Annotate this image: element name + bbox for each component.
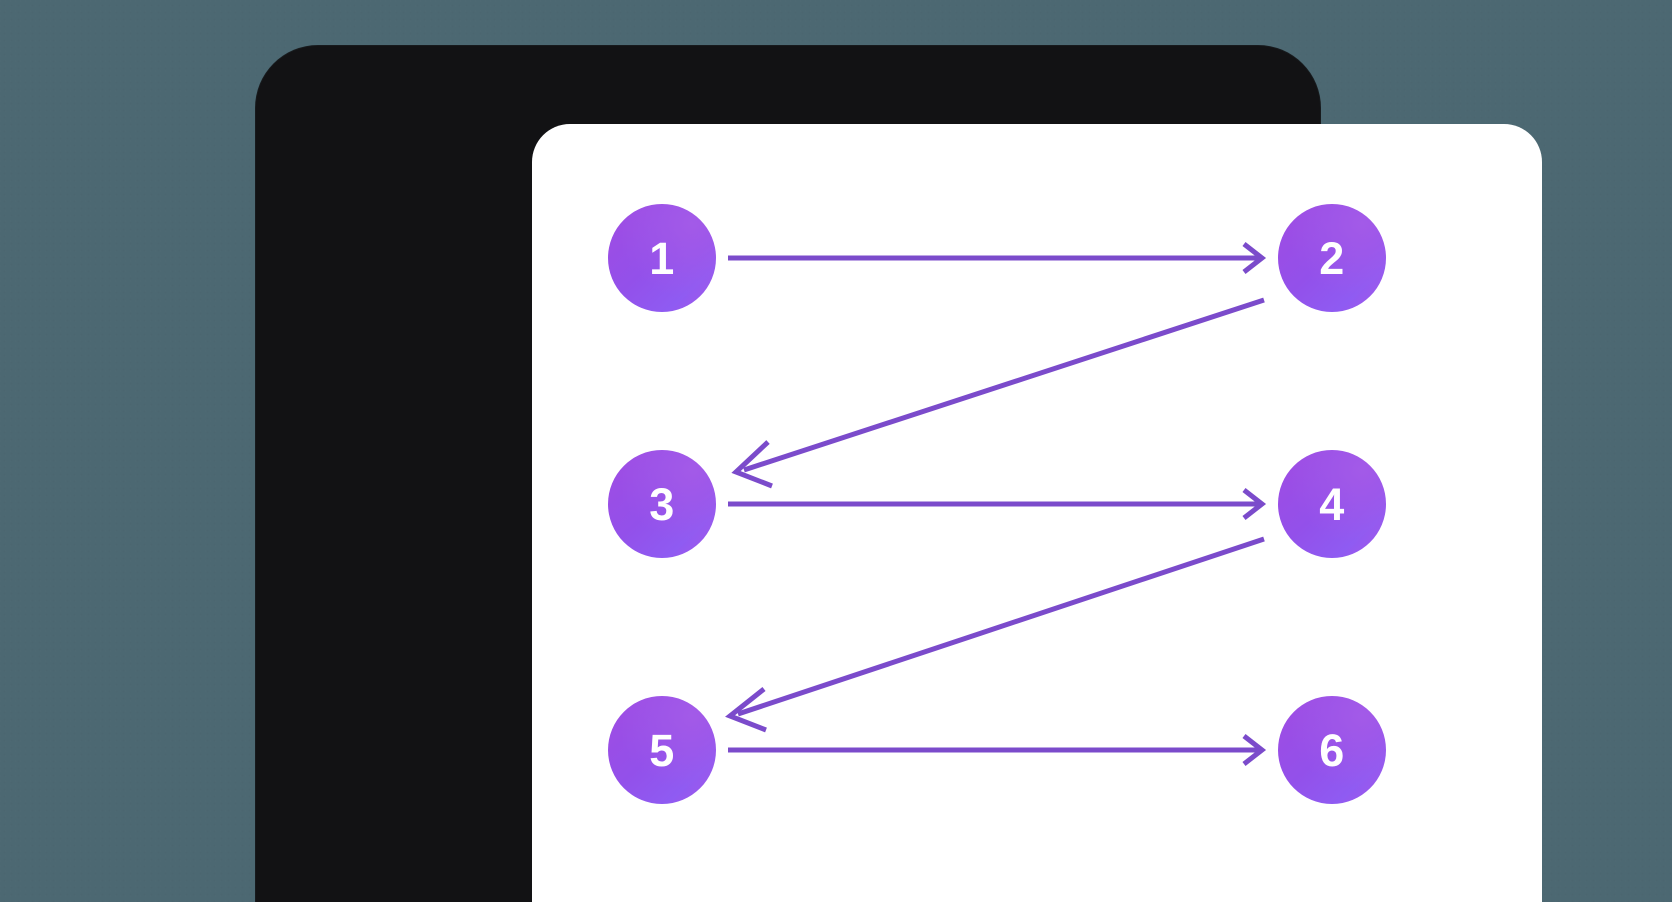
node-2[interactable]: 2 [1278,204,1386,312]
edge-5-to-6 [728,734,1267,766]
device-frame: 1 2 3 4 5 6 [256,46,1542,902]
node-5-label: 5 [649,724,675,776]
diagram-canvas [725,242,1267,766]
edge-1-to-2 [728,242,1267,274]
node-4[interactable]: 4 [1278,450,1386,558]
node-6[interactable]: 6 [1278,696,1386,804]
edge-3-to-4 [728,488,1267,520]
node-2-label: 2 [1319,232,1345,284]
node-3-label: 3 [649,478,675,530]
device-screen: 1 2 3 4 5 6 [532,124,1542,902]
node-1-label: 1 [649,232,675,284]
edge-2-to-3 [731,297,1265,489]
node-5[interactable]: 5 [608,696,716,804]
node-6-label: 6 [1319,724,1345,776]
edge-4-to-5 [725,536,1265,733]
node-1[interactable]: 1 [608,204,716,312]
node-3[interactable]: 3 [608,450,716,558]
node-4-label: 4 [1319,478,1345,530]
